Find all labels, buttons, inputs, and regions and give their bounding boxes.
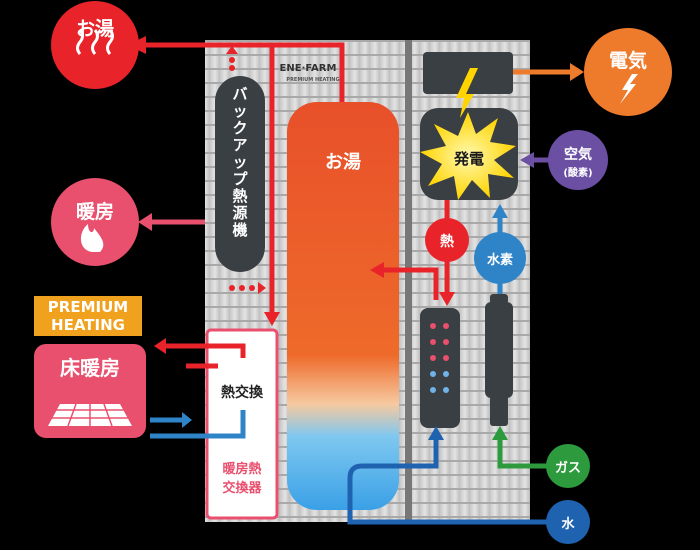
electricity-label: 電気 xyxy=(608,50,647,72)
ene-farm-logo: ENE·FARM xyxy=(279,63,337,74)
air-sub-label: (酸素) xyxy=(563,168,593,179)
power-burst xyxy=(420,112,516,200)
water-label: 水 xyxy=(561,517,575,532)
lightning-icon xyxy=(456,68,478,118)
premium-badge xyxy=(34,296,142,336)
heat-exchange-label: 熱交換 xyxy=(221,385,263,401)
heat-label: 熱 xyxy=(440,234,454,250)
backup-dots xyxy=(226,46,266,294)
bolt-icon xyxy=(620,74,638,104)
water-circle xyxy=(546,500,590,544)
backup-heater-label: バックアップ熱源機 xyxy=(232,85,248,239)
floor-heating-label: 床暖房 xyxy=(60,356,120,380)
hot-water-circle xyxy=(51,1,139,89)
flame-icon xyxy=(80,224,104,252)
premium-line2: HEATING xyxy=(51,316,125,334)
hydrogen-circle xyxy=(474,232,526,284)
hot-water-out-line xyxy=(140,42,345,102)
heat-circle xyxy=(425,218,469,262)
heating-circle xyxy=(51,178,139,266)
hydrogen-label: 水素 xyxy=(486,253,513,268)
premium-line1: PREMIUM xyxy=(47,298,129,316)
heating-exchanger-line2: 交換器 xyxy=(222,481,262,496)
heating-label: 暖房 xyxy=(75,201,114,223)
generation-label: 発電 xyxy=(453,150,484,168)
gas-label: ガス xyxy=(554,461,581,476)
air-label: 空気 xyxy=(564,147,592,163)
heating-exchanger-line1: 暖房熱 xyxy=(222,462,262,477)
exhaust-heat-recovery xyxy=(420,308,460,428)
hot-water-label: お湯 xyxy=(75,18,114,40)
fuel-reformer xyxy=(485,302,513,398)
hot-water-tank xyxy=(287,102,399,510)
ene-farm-logo-sub: PREMIUM HEATING xyxy=(286,77,340,83)
tank-label: お湯 xyxy=(325,152,361,173)
backup-heater-shape xyxy=(215,76,265,272)
recovery-dots xyxy=(430,323,449,393)
air-circle xyxy=(548,130,608,190)
gas-circle xyxy=(546,444,590,488)
cabinet-gap xyxy=(405,40,412,522)
steam-icon xyxy=(76,29,114,55)
electricity-circle xyxy=(584,28,672,116)
